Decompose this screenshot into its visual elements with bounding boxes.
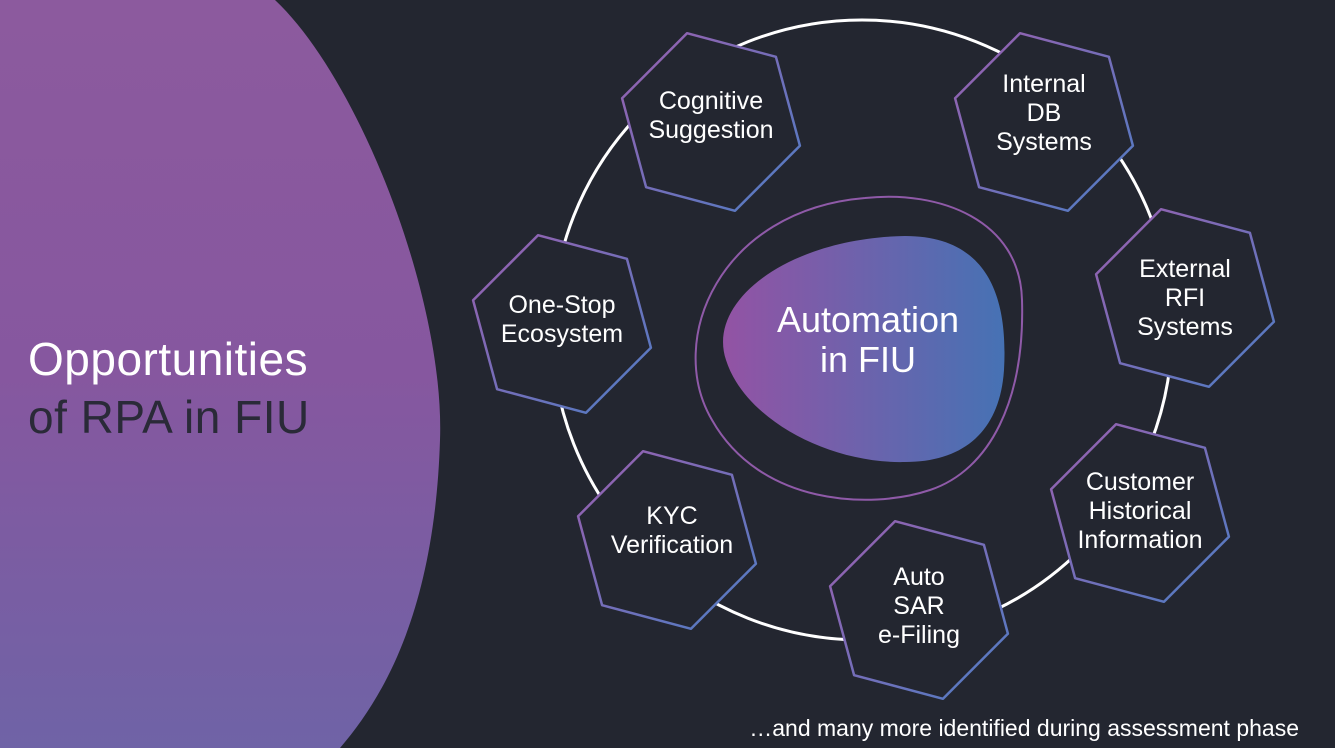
node-label-line: Historical <box>1088 497 1192 525</box>
node-label-line: KYC <box>646 502 698 530</box>
node-label-line: Information <box>1077 526 1203 554</box>
node-label-line: External <box>1139 255 1231 283</box>
node-label-line: Cognitive <box>658 87 764 115</box>
node-label-line: Systems <box>1137 313 1233 341</box>
center-label: Automation in FIU <box>738 300 998 380</box>
hexagon-kyc-verification <box>576 449 758 631</box>
node-label-line: e-Filing <box>878 621 960 649</box>
hexagon-customer-historical-information <box>1049 422 1231 604</box>
node-label-line: Suggestion <box>648 116 774 144</box>
node-auto-sar-e-filing: Auto SAR e-Filing <box>839 563 999 650</box>
node-customer-historical-information: Customer Historical Information <box>1060 468 1220 555</box>
node-label-line: Auto <box>893 563 945 591</box>
node-kyc-verification: KYC Verification <box>592 502 752 560</box>
node-label-line: Verification <box>610 531 734 559</box>
node-label-line: Customer <box>1085 468 1195 496</box>
node-internal-db-systems: Internal DB Systems <box>964 70 1124 157</box>
decorative-blob <box>0 0 441 748</box>
node-label-line: Internal <box>1002 70 1086 98</box>
node-external-rfi-systems: External RFI Systems <box>1105 255 1265 342</box>
hexagon-cognitive-suggestion <box>620 31 802 213</box>
node-label-line: RFI <box>1164 284 1206 312</box>
hexagon-auto-sar-e-filing <box>828 519 1010 701</box>
slide-title: Opportunities of RPA in FIU <box>28 330 310 446</box>
node-label-line: SAR <box>893 592 945 620</box>
node-label-line: Systems <box>996 128 1092 156</box>
center-label-line-1: Automation <box>776 299 960 340</box>
center-label-line-2: in FIU <box>819 339 916 380</box>
hexagon-one-stop-ecosystem <box>471 233 653 415</box>
hexagon-internal-db-systems <box>953 31 1135 213</box>
title-line-1: Opportunities <box>28 333 309 385</box>
title-line-2: of RPA in FIU <box>28 391 310 443</box>
footnote: …and many more identified during assessm… <box>749 715 1299 741</box>
node-label-line: Ecosystem <box>500 320 624 348</box>
node-one-stop-ecosystem: One-Stop Ecosystem <box>482 291 642 349</box>
hexagon-external-rfi-systems <box>1094 207 1276 389</box>
node-label-line: DB <box>1026 99 1062 127</box>
center-shape <box>723 236 1005 463</box>
node-hexagons <box>471 31 1276 701</box>
node-cognitive-suggestion: Cognitive Suggestion <box>631 87 791 145</box>
node-label-line: One-Stop <box>508 291 616 319</box>
